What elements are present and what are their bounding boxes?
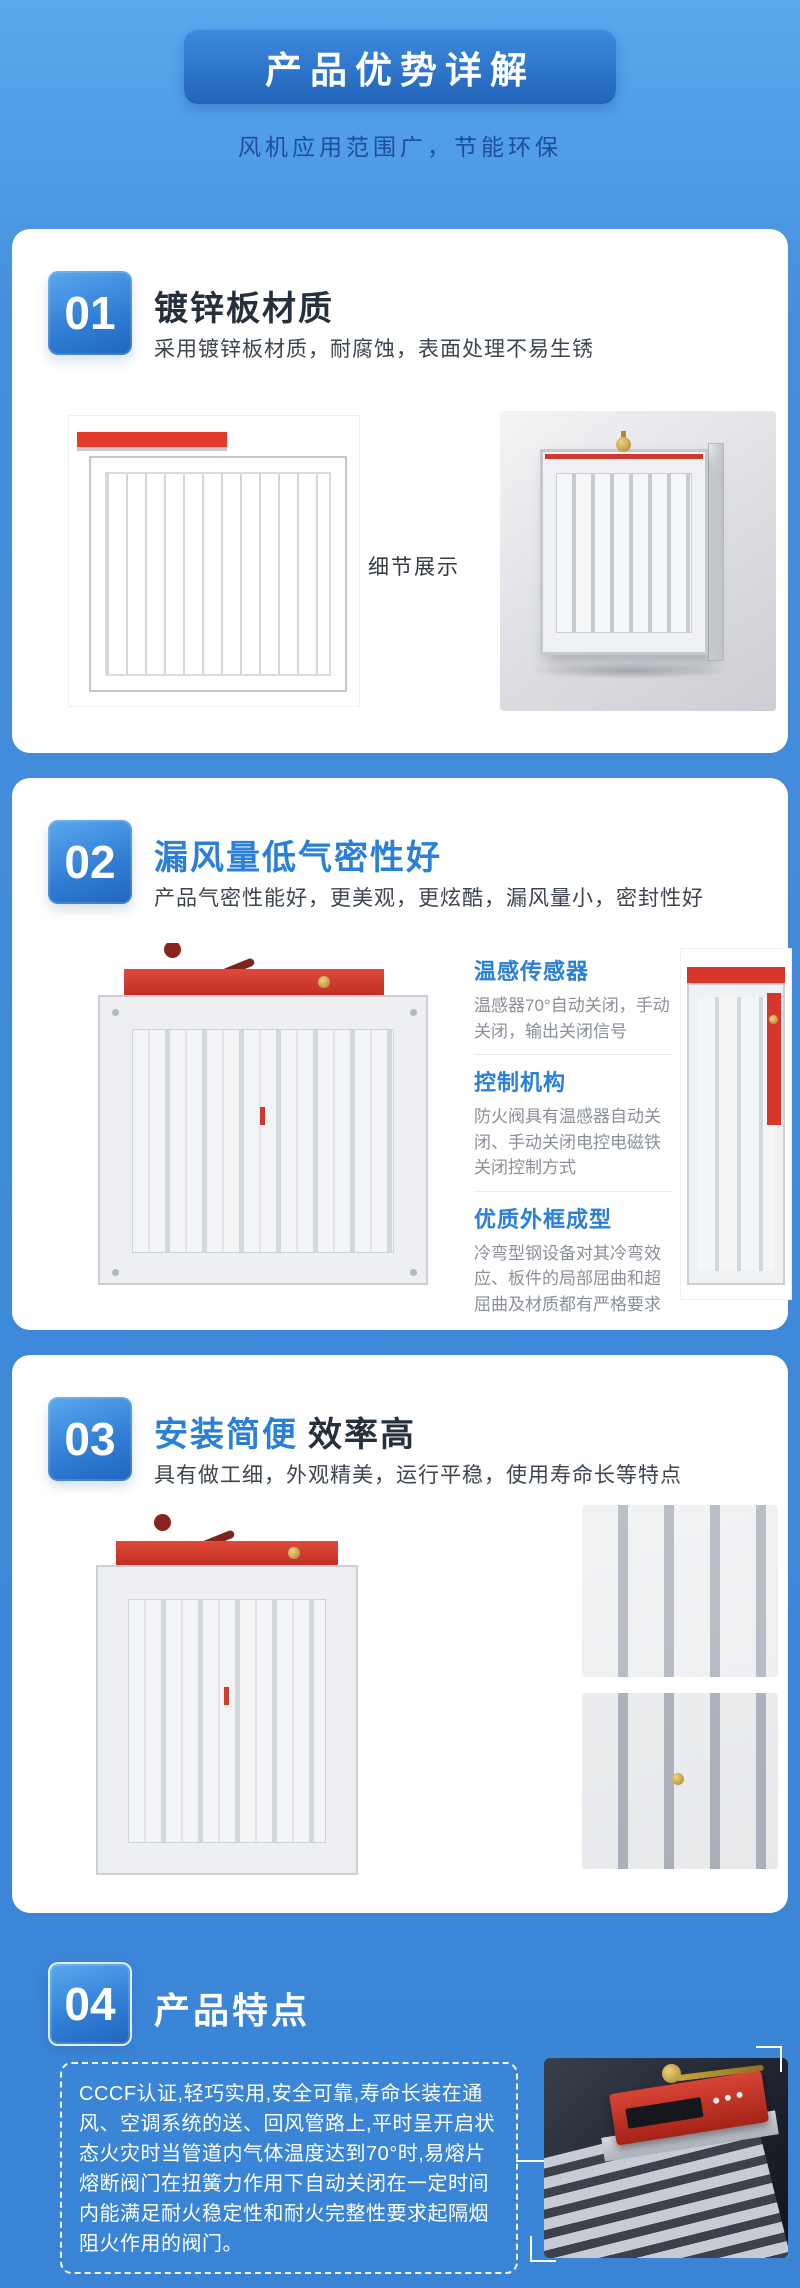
product-features-box: CCCF认证,轻巧实用,安全可靠,寿命长装在通风、空调系统的送、回风管路上,平时… [60,2062,518,2274]
section-04-badge: 04 [48,1962,132,2046]
connector-line [516,2160,546,2162]
damper-slats [556,473,692,633]
red-indicator [260,1107,265,1125]
damper-dark-product-photo [544,2058,788,2258]
red-bracket [767,993,781,1125]
red-trim [545,454,703,459]
control-button [724,2094,732,2102]
actuator-shadow [77,447,227,451]
section-03-card: 03 安装简便效率高 具有做工细，外观精美，运行平稳，使用寿命长等特点 [12,1355,788,1913]
feature-frame-forming: 优质外框成型 冷弯型钢设备对其冷弯效应、板件的局部屈曲和超屈曲及材质都有严格要求 [474,1190,672,1328]
brass-screw [672,1773,684,1785]
section-03-badge: 03 [48,1397,132,1481]
section-03-desc: 具有做工细，外观精美，运行平稳，使用寿命长等特点 [154,1464,682,1487]
feature-control-mechanism: 控制机构 防火阀具有温感器自动关闭、手动关闭电控电磁铁关闭控制方式 [474,1054,672,1191]
slat-closeup-photo-top [582,1505,778,1677]
section-02-badge: 02 [48,820,132,904]
slat-grid [105,472,331,676]
section-02-title: 漏风量低气密性好 [154,839,442,877]
corner-screw [410,1009,417,1016]
feature-title: 温感传感器 [474,959,590,984]
damper-install-photo [82,1513,390,1893]
section-03-title-main: 安装简便 [154,1416,298,1454]
feature-desc: 冷弯型钢设备对其冷弯效应、板件的局部屈曲和超屈曲及材质都有严格要求 [474,1243,661,1314]
feature-list: 温感传感器 温感器70°自动关闭，手动关闭，输出关闭信号 控制机构 防火阀具有温… [474,944,672,1327]
product-features-text: CCCF认证,轻巧实用,安全可靠,寿命长装在通风、空调系统的送、回风管路上,平时… [79,2083,496,2255]
corner-screw [410,1269,417,1276]
section-01-badge: 01 [48,271,132,355]
frame-corner-decoration [756,2046,782,2072]
damper-handle-knob [154,1514,171,1531]
section-03-title-sub: 效率高 [308,1416,416,1454]
ground-shadow [530,663,730,679]
red-control-bar [687,967,785,983]
feature-temp-sensor: 温感传感器 温感器70°自动关闭，手动关闭，输出关闭信号 [474,944,672,1054]
brass-screw [769,1015,778,1024]
page-title-box: 产品优势详解 [184,30,616,104]
red-indicator [224,1687,229,1705]
brass-pin [318,976,330,988]
slat-closeup-photo-bottom [582,1693,778,1869]
red-control-bar [116,1541,338,1565]
damper-side-detail-photo [680,948,792,1300]
feature-desc: 防火阀具有温感器自动关闭、手动关闭电控电磁铁关闭控制方式 [474,1107,661,1177]
page-subtitle: 风机应用范围广，节能环保 [238,134,562,160]
section-01-desc: 采用镀锌板材质，耐腐蚀，表面处理不易生锈 [154,338,594,361]
feature-title: 优质外框成型 [474,1206,613,1232]
control-display [625,2097,704,2129]
control-button [712,2097,720,2105]
red-control-bar [124,969,384,995]
slat-texture [582,1505,778,1677]
feature-desc: 温感器70°自动关闭，手动关闭，输出关闭信号 [474,996,670,1041]
brass-fusible-link [616,437,631,452]
section-01-title: 镀锌板材质 [154,290,334,328]
damper-front-photo [76,943,452,1303]
section-04-title: 产品特点 [154,1990,311,2031]
page-title: 产品优势详解 [265,50,535,91]
frame-corner-decoration [530,2236,556,2262]
damper-handle-knob [164,943,181,958]
corner-screw [112,1269,119,1276]
section-03-title: 安装简便效率高 [154,1407,416,1456]
detail-caption: 细节展示 [368,556,460,579]
brass-pin [288,1547,300,1559]
damper-slats [128,1599,326,1843]
red-actuator-bar [77,432,227,447]
feature-title: 控制机构 [474,1070,567,1095]
damper-slats [132,1029,394,1253]
damper-slats [697,997,775,1271]
corner-screw [112,1009,119,1016]
side-flange [708,443,724,661]
damper-technical-drawing [68,415,360,707]
damper-render-photo [500,411,776,711]
section-02-card: 02 漏风量低气密性好 产品气密性能好，更美观，更炫酷，漏风量小，密封性好 温感… [12,778,792,1330]
section-02-desc: 产品气密性能好，更美观，更炫酷，漏风量小，密封性好 [154,887,704,910]
outer-frame-outline [89,456,347,692]
control-button [736,2091,744,2099]
section-01-card: 01 镀锌板材质 采用镀锌板材质，耐腐蚀，表面处理不易生锈 细节展示 [12,229,788,753]
